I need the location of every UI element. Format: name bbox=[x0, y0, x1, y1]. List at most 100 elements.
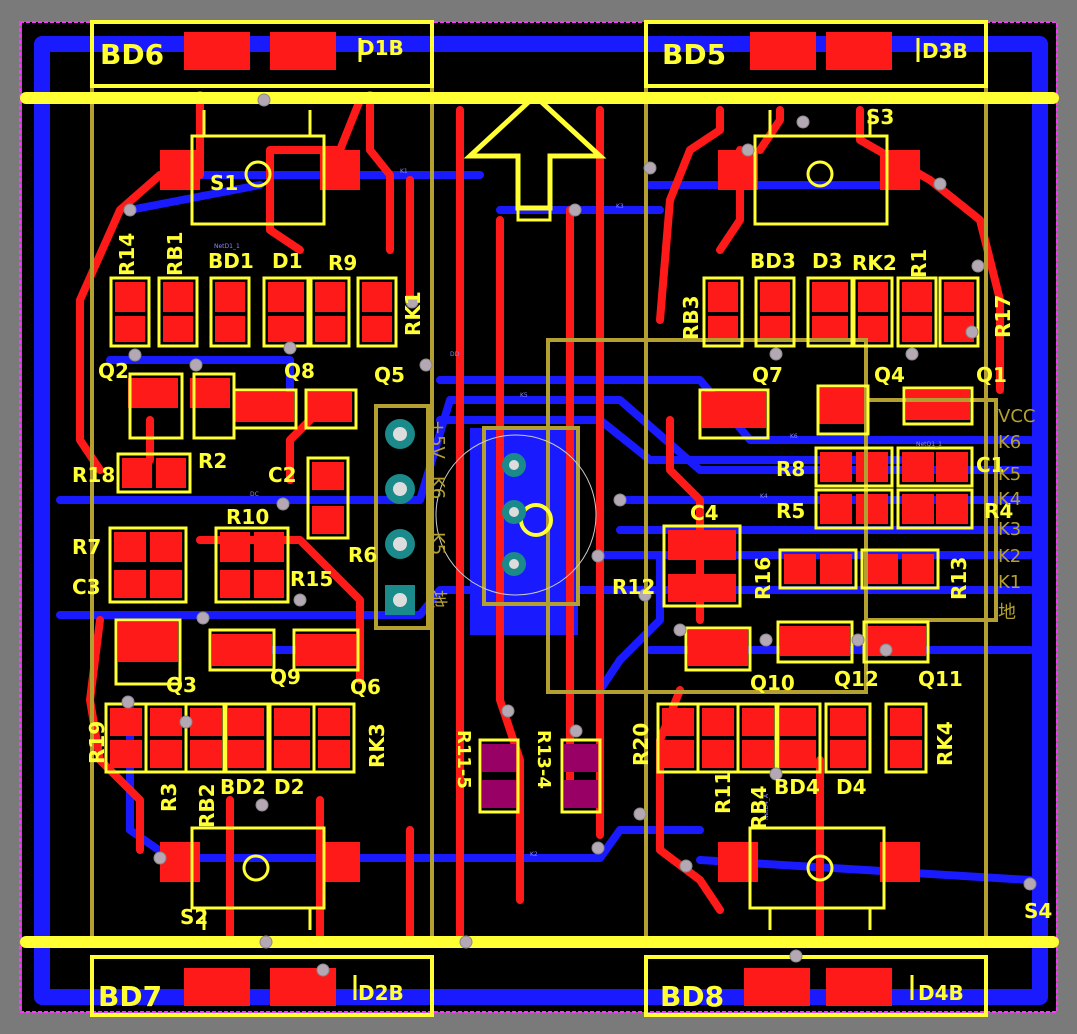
label-BD8: BD8 bbox=[660, 980, 724, 1013]
label-BD3: BD3 bbox=[750, 249, 796, 273]
net-label: DC bbox=[250, 491, 259, 498]
label-Q11: Q11 bbox=[918, 667, 963, 691]
label-R10: R10 bbox=[226, 505, 269, 529]
label-Q6: Q6 bbox=[350, 675, 381, 699]
label-Q7: Q7 bbox=[752, 363, 783, 387]
label-R15: R15 bbox=[290, 567, 333, 591]
label-C4: C4 bbox=[690, 501, 719, 525]
net-label: K2 bbox=[530, 851, 538, 858]
label-R13-4: R13-4 bbox=[533, 730, 554, 789]
label-BD6: BD6 bbox=[100, 38, 164, 71]
label-R11-5: R11-5 bbox=[453, 730, 474, 789]
label-R19: R19 bbox=[85, 721, 109, 764]
label-R18: R18 bbox=[72, 463, 115, 487]
label-R3: R3 bbox=[157, 783, 181, 812]
silkscreen-labels: BD6 D1B BD5 D3B BD7 D2B BD8 D4B S1 S2 S3… bbox=[72, 36, 1052, 1013]
label-S2: S2 bbox=[180, 905, 208, 929]
label-D1: D1 bbox=[272, 249, 303, 273]
edge-label: K5 bbox=[998, 464, 1021, 485]
label-Q4: Q4 bbox=[874, 363, 905, 387]
connector-labels-left: +5V K6 K5 地 bbox=[427, 420, 448, 608]
label-RK2: RK2 bbox=[852, 251, 897, 275]
component-outlines bbox=[90, 84, 998, 943]
connector-labels-right: VCC K6 K5 K4 K3 K2 K1 地 bbox=[998, 406, 1035, 623]
label-R5: R5 bbox=[776, 499, 805, 523]
label-BD1: BD1 bbox=[208, 249, 254, 273]
label-BD4: BD4 bbox=[774, 775, 820, 799]
net-label: NetD4_A bbox=[763, 793, 770, 820]
edge-label: 地 bbox=[427, 590, 448, 608]
edge-label: K1 bbox=[998, 572, 1021, 593]
label-R14: R14 bbox=[115, 233, 139, 276]
vias bbox=[121, 93, 1037, 977]
label-RB3: RB3 bbox=[679, 295, 703, 340]
header-connector bbox=[385, 419, 597, 615]
label-D2: D2 bbox=[274, 775, 305, 799]
net-label: K3 bbox=[616, 203, 624, 210]
label-BD5: BD5 bbox=[662, 38, 726, 71]
net-label: K4 bbox=[760, 493, 768, 500]
label-D4B: D4B bbox=[918, 981, 964, 1005]
label-R17: R17 bbox=[991, 295, 1015, 338]
label-D3B: D3B bbox=[922, 39, 968, 63]
label-Q8: Q8 bbox=[284, 359, 315, 383]
label-C1: C1 bbox=[976, 453, 1005, 477]
label-R12: R12 bbox=[612, 575, 655, 599]
label-Q9: Q9 bbox=[270, 665, 301, 689]
edge-label: 地 bbox=[998, 602, 1016, 623]
net-labels: K1 K2 K3 K4 K5 K6 DD DC NetD1_1 NetD4_A … bbox=[214, 168, 942, 858]
label-S1: S1 bbox=[210, 171, 238, 195]
label-RK3: RK3 bbox=[365, 723, 389, 768]
label-D1B: D1B bbox=[358, 36, 404, 60]
net-label: K5 bbox=[520, 392, 528, 399]
label-S3: S3 bbox=[866, 105, 894, 129]
label-R20: R20 bbox=[629, 723, 653, 766]
label-R16: R16 bbox=[751, 557, 775, 600]
label-R11: R11 bbox=[711, 771, 735, 814]
label-D3: D3 bbox=[812, 249, 843, 273]
edge-label: K6 bbox=[998, 432, 1021, 453]
edge-label: K4 bbox=[998, 489, 1021, 510]
label-BD2: BD2 bbox=[220, 775, 266, 799]
net-label: K1 bbox=[400, 168, 408, 175]
edge-label: K2 bbox=[998, 546, 1021, 567]
label-R1: R1 bbox=[907, 249, 931, 278]
net-label: K6 bbox=[790, 433, 798, 440]
label-BD7: BD7 bbox=[98, 980, 162, 1013]
label-Q3: Q3 bbox=[166, 673, 197, 697]
label-Q5: Q5 bbox=[374, 363, 405, 387]
edge-label: VCC bbox=[998, 406, 1035, 427]
label-R4: R4 bbox=[984, 499, 1013, 523]
label-R9: R9 bbox=[328, 251, 357, 275]
edge-label: K3 bbox=[998, 519, 1021, 540]
label-RB4: RB4 bbox=[747, 785, 771, 830]
label-C2: C2 bbox=[268, 463, 297, 487]
label-RK4: RK4 bbox=[933, 721, 957, 766]
label-R2: R2 bbox=[198, 449, 227, 473]
edge-label: +5V bbox=[427, 420, 448, 460]
label-Q1: Q1 bbox=[976, 363, 1007, 387]
label-Q10: Q10 bbox=[750, 671, 795, 695]
label-RK1: RK1 bbox=[401, 291, 425, 336]
label-RB1: RB1 bbox=[163, 231, 187, 276]
smd-pads bbox=[110, 32, 974, 1006]
label-R13: R13 bbox=[947, 557, 971, 600]
label-D2B: D2B bbox=[358, 981, 404, 1005]
label-Q12: Q12 bbox=[834, 667, 879, 691]
edge-label: K6 bbox=[427, 476, 448, 499]
label-D4: D4 bbox=[836, 775, 867, 799]
label-S4: S4 bbox=[1024, 899, 1052, 923]
label-R7: R7 bbox=[72, 535, 101, 559]
net-label: NetD1_1 bbox=[214, 243, 240, 250]
net-label: NetQ1_1 bbox=[916, 441, 942, 448]
label-RB2: RB2 bbox=[195, 783, 219, 828]
keepout-outline bbox=[19, 21, 1058, 1013]
edge-label: K5 bbox=[427, 532, 448, 555]
label-R8: R8 bbox=[776, 457, 805, 481]
label-C3: C3 bbox=[72, 575, 101, 599]
silkscreen-graphics bbox=[20, 20, 1059, 1017]
label-R6: R6 bbox=[348, 543, 377, 567]
label-Q2: Q2 bbox=[98, 359, 129, 383]
net-label: DD bbox=[450, 351, 460, 358]
